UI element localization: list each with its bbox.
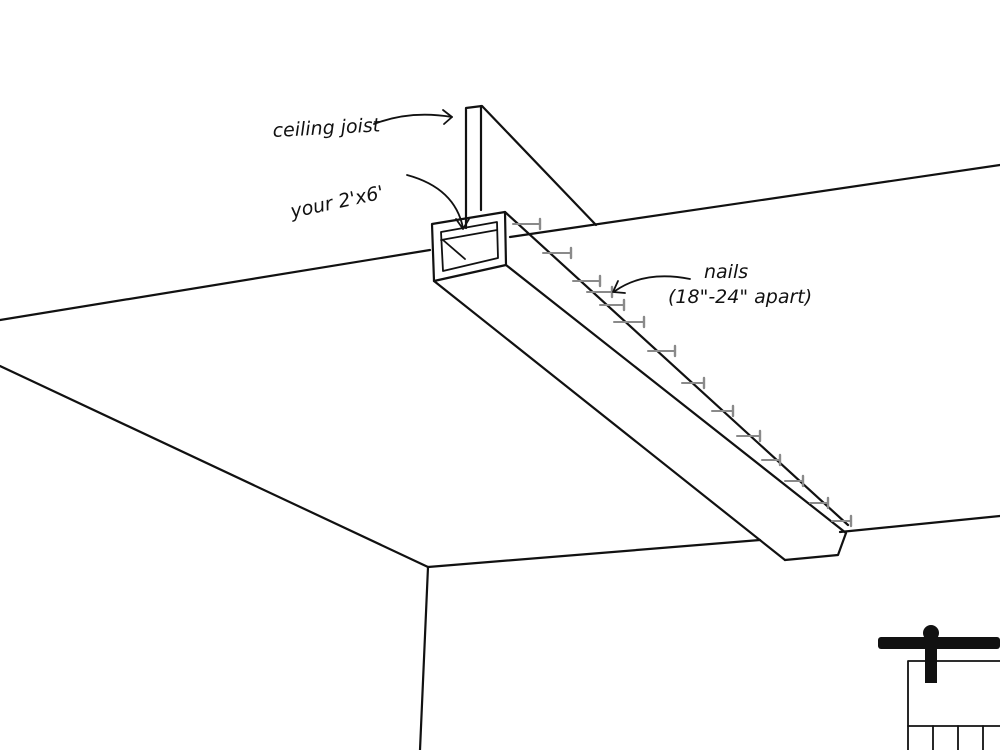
ceiling-back-edge-right bbox=[508, 163, 1000, 239]
nail bbox=[542, 246, 573, 260]
nail bbox=[784, 474, 805, 488]
joist-outline bbox=[464, 104, 598, 230]
label-board: your 2'x6' bbox=[287, 182, 385, 223]
arrow-ceiling-joist bbox=[373, 113, 453, 125]
barn-door-hanger bbox=[925, 637, 937, 683]
annotation-nails: nails (18"-24" apart) bbox=[612, 261, 812, 308]
beam-bottom-far-edge bbox=[504, 263, 848, 535]
arrowhead-ceiling-joist bbox=[442, 109, 453, 125]
arrow-nails bbox=[614, 275, 691, 292]
ceiling-left-wall-edge bbox=[0, 364, 430, 569]
barn-door-panel bbox=[907, 660, 1000, 750]
arrowhead-nails bbox=[612, 280, 626, 294]
ceiling-front-wall-edge bbox=[426, 538, 762, 569]
barn-door-rail bbox=[878, 637, 1000, 649]
nail bbox=[711, 404, 735, 418]
nail bbox=[761, 453, 782, 467]
nail bbox=[681, 376, 706, 390]
label-ceiling-joist: ceiling joist bbox=[272, 114, 382, 142]
nail bbox=[736, 429, 762, 443]
nails bbox=[512, 217, 853, 528]
beam-end-inner bbox=[440, 221, 499, 272]
label-nails-line2: (18"-24" apart) bbox=[668, 286, 812, 308]
ceiling-joist bbox=[464, 104, 598, 230]
arrow-board bbox=[406, 174, 464, 229]
beam-end-crossbar bbox=[440, 229, 498, 241]
nail bbox=[809, 496, 830, 510]
ceiling-front-wall-edge-right bbox=[838, 514, 1000, 534]
nail bbox=[647, 344, 677, 358]
nail bbox=[572, 274, 602, 288]
beam-bottom-near-edge bbox=[432, 279, 787, 562]
beam-far-end bbox=[783, 531, 848, 562]
nail bbox=[831, 514, 853, 528]
label-nails-line1: nails bbox=[704, 261, 748, 283]
ceiling-back-edge bbox=[0, 248, 432, 322]
nail bbox=[586, 285, 614, 299]
annotation-board: your 2'x6' bbox=[287, 174, 470, 230]
box-beam bbox=[430, 210, 850, 562]
nail bbox=[512, 217, 542, 231]
nail bbox=[613, 315, 646, 329]
room-walls bbox=[0, 163, 1000, 750]
arrowhead-board bbox=[455, 218, 470, 230]
nail bbox=[599, 298, 626, 312]
annotation-ceiling-joist: ceiling joist bbox=[272, 109, 453, 142]
barn-door bbox=[878, 625, 1000, 750]
beam-end-diagonal bbox=[442, 239, 466, 260]
wall-corner bbox=[418, 565, 430, 750]
beam-top-edge bbox=[503, 210, 850, 527]
